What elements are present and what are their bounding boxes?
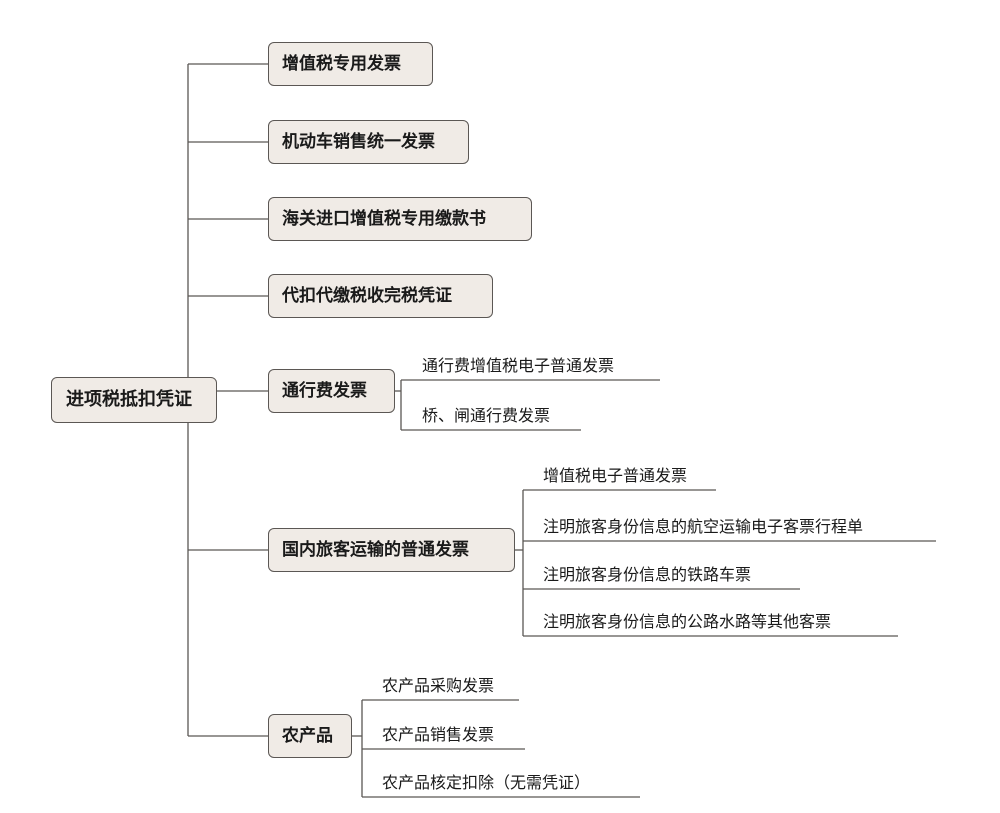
leaf-road-water-ticket: 注明旅客身份信息的公路水路等其他客票 — [543, 612, 832, 631]
leaf-air-e-ticket-itinerary: 注明旅客身份信息的航空运输电子客票行程单 — [543, 517, 864, 536]
branch-motor-vehicle-invoice: 机动车销售统一发票 — [268, 120, 469, 164]
root-node: 进项税抵扣凭证 — [51, 377, 217, 423]
leaf-railway-ticket: 注明旅客身份信息的铁路车票 — [543, 565, 752, 584]
branch-domestic-passenger-invoice: 国内旅客运输的普通发票 — [268, 528, 515, 572]
leaf-agri-sales-invoice: 农产品销售发票 — [382, 725, 495, 744]
leaf-toll-vat-e-invoice: 通行费增值税电子普通发票 — [422, 356, 615, 375]
leaf-agri-purchase-invoice: 农产品采购发票 — [382, 676, 495, 695]
branch-toll-invoice: 通行费发票 — [268, 369, 395, 413]
branch-agricultural-products: 农产品 — [268, 714, 352, 758]
branch-customs-vat-payment: 海关进口增值税专用缴款书 — [268, 197, 532, 241]
branch-vat-special-invoice: 增值税专用发票 — [268, 42, 433, 86]
leaf-vat-e-general-invoice: 增值税电子普通发票 — [543, 466, 688, 485]
leaf-agri-approved-deduction: 农产品核定扣除（无需凭证） — [382, 773, 591, 792]
leaf-bridge-gate-toll-invoice: 桥、闸通行费发票 — [422, 406, 551, 425]
branch-withholding-tax-certificate: 代扣代缴税收完税凭证 — [268, 274, 493, 318]
